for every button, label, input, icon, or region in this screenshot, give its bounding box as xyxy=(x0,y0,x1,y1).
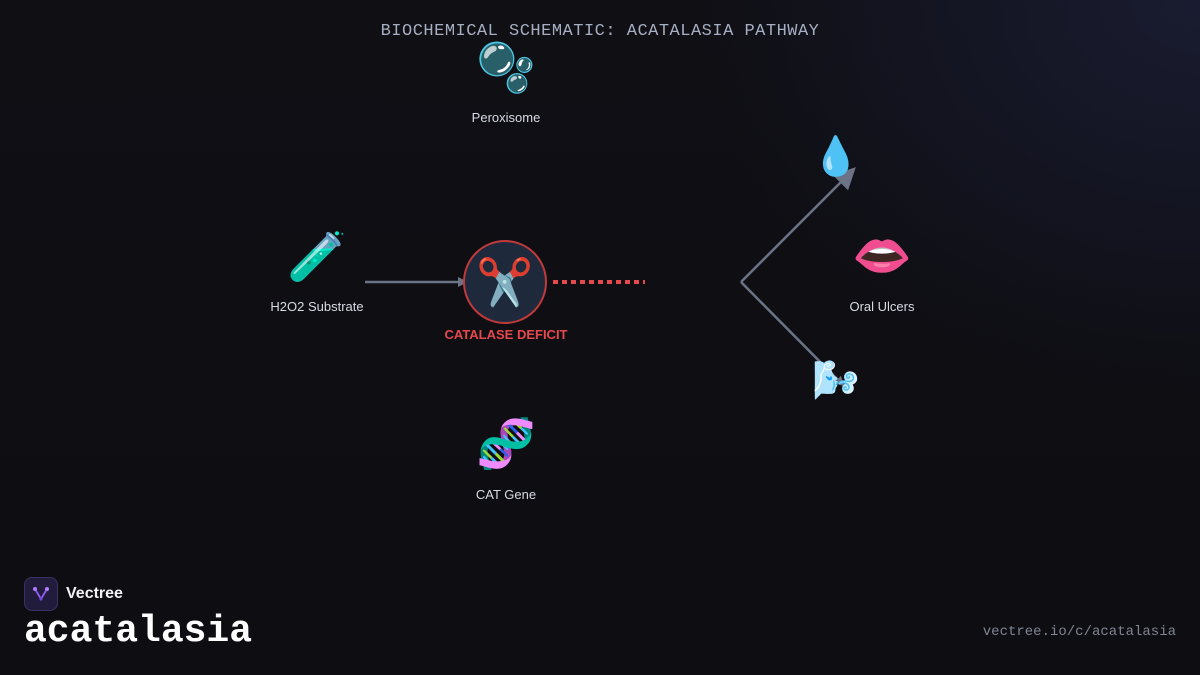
bubbles-icon: 🫧 xyxy=(476,42,536,95)
droplet-icon: 💧 xyxy=(812,136,860,178)
test-tube-icon: 🧪 xyxy=(287,231,347,284)
edge-branch-to-droplet xyxy=(740,167,856,283)
dna-icon: 🧬 xyxy=(476,418,536,471)
diagram-title: BIOCHEMICAL SCHEMATIC: ACATALASIA PATHWA… xyxy=(380,22,820,41)
catalase-deficit-node: ✂️ xyxy=(463,240,547,324)
topic-title: acatalasia xyxy=(24,610,253,653)
vectree-logo-icon xyxy=(24,577,58,611)
wind-icon: 🌬️ xyxy=(812,360,860,402)
brand: Vectree xyxy=(24,577,123,611)
edge-branch-to-wind xyxy=(740,281,845,387)
node-label-gene: CAT Gene xyxy=(475,487,537,502)
scissors-icon: ✂️ xyxy=(476,256,534,308)
topic-url[interactable]: vectree.io/c/acatalasia xyxy=(982,624,1176,640)
mouth-icon: 👄 xyxy=(852,230,912,283)
node-label-substrate: H2O2 Substrate xyxy=(270,299,364,314)
node-label-peroxisome: Peroxisome xyxy=(471,110,541,125)
node-label-ulcers: Oral Ulcers xyxy=(849,299,915,314)
center-label: CATALASE DEFICIT xyxy=(444,327,568,342)
brand-name: Vectree xyxy=(66,585,123,602)
